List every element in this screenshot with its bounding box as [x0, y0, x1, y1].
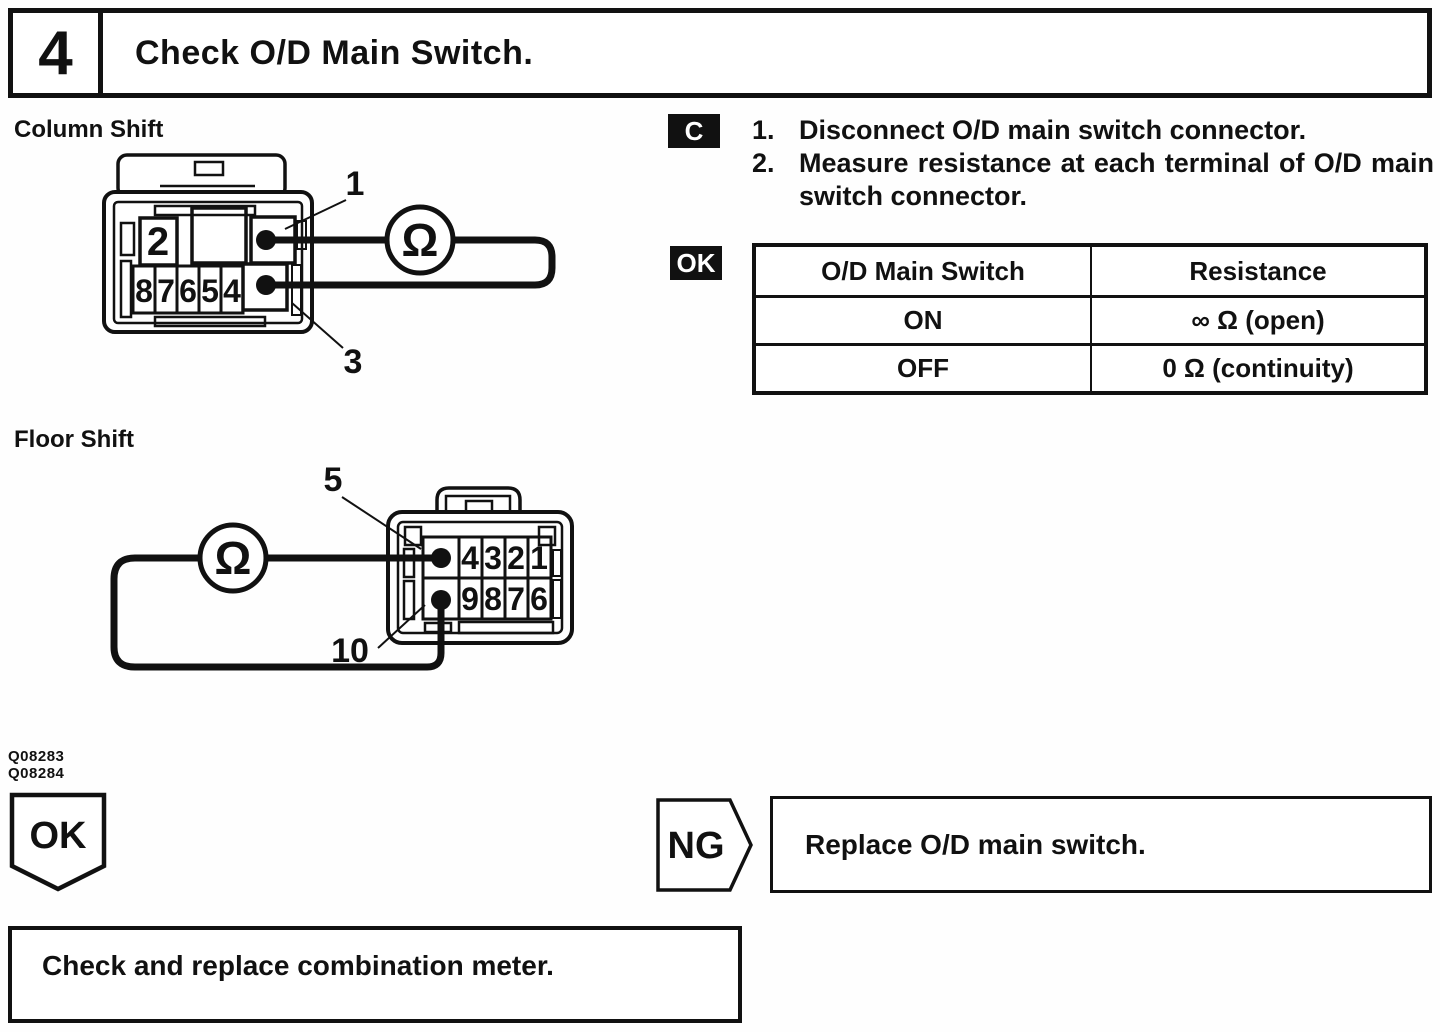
- callout-number: 10: [331, 632, 369, 670]
- ohm-symbol: Ω: [215, 532, 252, 584]
- callout-line: [341, 496, 422, 550]
- test-lead-wire: [262, 236, 556, 289]
- resistance-cell: ∞ Ω (open): [1090, 298, 1424, 343]
- connector-inner-outline: [112, 200, 304, 325]
- resistance-table: O/D Main Switch Resistance ON ∞ Ω (open)…: [752, 243, 1428, 395]
- resistance-cell: 0 Ω (continuity): [1090, 346, 1424, 391]
- callout-line: [291, 302, 344, 349]
- ohm-symbol: Ω: [402, 214, 439, 266]
- terminal-number: 8: [135, 273, 153, 309]
- probe-dot: [431, 548, 451, 568]
- terminal-number: 2: [507, 540, 525, 576]
- callout-line: [377, 604, 426, 649]
- terminal-number: 3: [484, 540, 502, 576]
- column-shift-label: Column Shift: [14, 116, 164, 143]
- table-row: OFF 0 Ω (continuity): [756, 343, 1424, 391]
- connector-slot: [153, 315, 267, 328]
- column-header: O/D Main Switch: [821, 255, 1025, 286]
- callout-number: 3: [344, 343, 363, 381]
- connector-slot: [119, 259, 133, 319]
- ok-flag-label: OK: [30, 815, 88, 857]
- connector-cavity: [190, 206, 248, 265]
- connector-slot: [153, 204, 257, 217]
- column-header: Resistance: [1090, 247, 1424, 295]
- step-index: 2.: [752, 148, 775, 178]
- terminal-number: 4: [461, 540, 479, 576]
- probe-dot: [256, 275, 276, 295]
- terminal-number: 6: [179, 273, 197, 309]
- ng-flow-flag: NG: [656, 798, 753, 892]
- terminal-number: 7: [507, 581, 525, 617]
- final-action-text: Check and replace combination meter.: [42, 950, 554, 981]
- terminal-number: 9: [461, 581, 479, 617]
- final-action-box: Check and replace combination meter.: [8, 926, 742, 1023]
- step-text: Measure resistance at each terminal of O…: [799, 148, 1434, 211]
- ng-action-text: Replace O/D main switch.: [805, 828, 1146, 860]
- terminal-number: 7: [157, 273, 175, 309]
- connector-slot: [457, 620, 555, 635]
- terminal-number: 4: [223, 273, 241, 309]
- test-lead-wire: [110, 554, 445, 671]
- terminal-number: 6: [530, 581, 548, 617]
- ng-action-box: Replace O/D main switch.: [770, 796, 1432, 893]
- terminal-number: 8: [484, 581, 502, 617]
- connector-slot: [552, 549, 562, 577]
- figure-code: Q08283: [8, 748, 65, 765]
- procedure-steps: 1. Disconnect O/D main switch connector.…: [752, 114, 1434, 213]
- connector-slot: [291, 264, 302, 316]
- figure-codes: Q08283 Q08284: [8, 748, 64, 782]
- switch-state-cell: OFF: [897, 353, 949, 383]
- terminal-number: 1: [530, 540, 548, 576]
- step-text: Disconnect O/D main switch connector.: [799, 115, 1307, 145]
- connector-slot: [119, 221, 136, 257]
- floor-shift-connector-diagram: 4 3 2 1 9 8 7 6 Ω 5 10: [110, 461, 574, 671]
- terminal-cell: [526, 576, 553, 621]
- callout-number: 5: [324, 461, 343, 499]
- switch-state-cell: ON: [903, 305, 943, 335]
- table-row: ON ∞ Ω (open): [756, 295, 1424, 343]
- connector-slot: [552, 579, 562, 619]
- ohmmeter-icon: [384, 204, 456, 276]
- column-shift-connector-diagram: 2 8 7 6 5 4 Ω 1 3: [102, 153, 556, 381]
- ng-flag-shape: [656, 798, 753, 892]
- page-title: Check O/D Main Switch.: [135, 33, 534, 72]
- procedure-step: 1. Disconnect O/D main switch connector.: [752, 114, 1434, 147]
- connector-slot: [403, 525, 423, 547]
- ng-flag-label: NG: [668, 825, 725, 867]
- camera-badge: C: [668, 114, 720, 148]
- callout-line: [284, 199, 347, 230]
- step-number: 4: [13, 13, 103, 93]
- procedure-step: 2. Measure resistance at each terminal o…: [752, 147, 1434, 213]
- callout-number: 1: [346, 165, 365, 203]
- table-header-row: O/D Main Switch Resistance: [756, 247, 1424, 295]
- figure-code: Q08284: [8, 765, 65, 782]
- ohmmeter-icon: [197, 522, 269, 594]
- ok-flag-shape: [9, 792, 107, 892]
- terminal-number: 5: [201, 273, 219, 309]
- step-header: 4 Check O/D Main Switch.: [8, 8, 1432, 98]
- probe-dot: [431, 590, 451, 610]
- cap-latch: [193, 160, 225, 177]
- ok-flow-flag: OK: [9, 792, 107, 892]
- step-index: 1.: [752, 115, 775, 145]
- floor-shift-label: Floor Shift: [14, 426, 134, 453]
- terminal-number: 2: [147, 220, 169, 264]
- ok-badge: OK: [670, 246, 722, 280]
- probe-dot: [256, 230, 276, 250]
- connector-slot: [402, 547, 416, 579]
